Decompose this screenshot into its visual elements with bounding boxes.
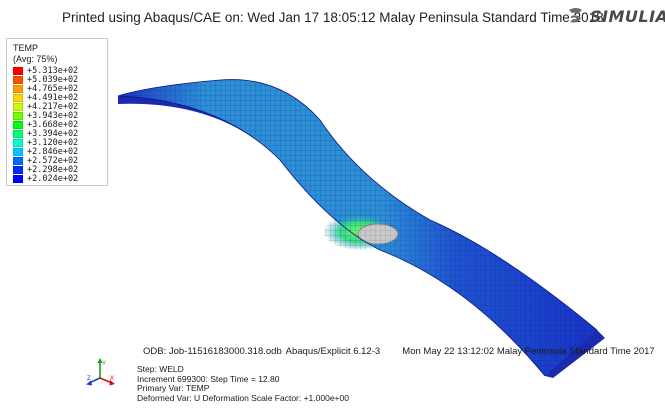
legend-entry: +3.394e+02 xyxy=(13,128,79,139)
legend-entry: +3.120e+02 xyxy=(13,137,79,148)
legend-value: +2.024e+02 xyxy=(27,173,79,184)
legend-value: +2.298e+02 xyxy=(27,164,79,175)
legend-swatch xyxy=(13,67,23,75)
legend-value: +3.120e+02 xyxy=(27,137,79,148)
legend-swatch xyxy=(13,148,23,156)
legend-variable: TEMP xyxy=(13,43,39,53)
legend-value: +5.313e+02 xyxy=(27,65,79,76)
legend-entry: +5.039e+02 xyxy=(13,74,79,85)
legend-value: +3.394e+02 xyxy=(27,128,79,139)
step-info: Step: WELD Increment 699300: Step Time =… xyxy=(137,364,349,403)
legend-swatch xyxy=(13,139,23,147)
legend-swatch xyxy=(13,76,23,84)
simulia-brand: SIMULIA xyxy=(566,6,665,26)
axis-triad-icon: Y Z X xyxy=(86,358,115,386)
legend-swatch xyxy=(13,85,23,93)
legend-swatch xyxy=(13,130,23,138)
odb-timestamp: Mon May 22 13:12:02 Malay Peninsula Stan… xyxy=(402,346,655,357)
triad-z-label: Z xyxy=(87,376,91,382)
legend-swatch xyxy=(13,94,23,102)
legend-value: +4.765e+02 xyxy=(27,83,79,94)
legend-value: +3.943e+02 xyxy=(27,110,79,121)
temp-legend: TEMP (Avg: 75%) +5.313e+02+5.039e+02+4.7… xyxy=(6,38,108,186)
legend-value: +5.039e+02 xyxy=(27,74,79,85)
legend-entry: +2.024e+02 xyxy=(13,173,79,184)
odb-info-line: ODB: Job-11516183000.318.odb Abaqus/Expl… xyxy=(143,346,655,357)
legend-entry: +2.572e+02 xyxy=(13,155,79,166)
triad-x-label: X xyxy=(110,376,114,382)
legend-averaging: (Avg: 75%) xyxy=(13,54,58,64)
legend-value: +4.217e+02 xyxy=(27,101,79,112)
legend-entry: +4.491e+02 xyxy=(13,92,79,103)
3ds-logo-icon xyxy=(569,8,582,23)
legend-value: +2.846e+02 xyxy=(27,146,79,157)
print-header: Printed using Abaqus/CAE on: Wed Jan 17 … xyxy=(62,10,604,25)
primary-variable: Primary Var: TEMP xyxy=(137,383,210,393)
legend-entry: +4.765e+02 xyxy=(13,83,79,94)
legend-swatch xyxy=(13,166,23,174)
legend-entry: +5.313e+02 xyxy=(13,65,79,76)
legend-value: +4.491e+02 xyxy=(27,92,79,103)
odb-file: ODB: Job-11516183000.318.odb xyxy=(143,346,282,357)
odb-solver: Abaqus/Explicit 6.12-3 xyxy=(285,346,381,357)
legend-swatch xyxy=(13,175,23,183)
brand-name: SIMULIA xyxy=(590,6,665,26)
legend-entry: +2.298e+02 xyxy=(13,164,79,175)
legend-entry: +3.943e+02 xyxy=(13,110,79,121)
legend-swatch xyxy=(13,157,23,165)
legend-swatch xyxy=(13,112,23,120)
legend-value: +2.572e+02 xyxy=(27,155,79,166)
step-name: Step: WELD xyxy=(137,364,184,374)
legend-entry: +3.668e+02 xyxy=(13,119,79,130)
legend-value: +3.668e+02 xyxy=(27,119,79,130)
triad-y-label: Y xyxy=(102,361,106,367)
deformed-plate xyxy=(117,79,605,378)
step-increment: Increment 699300: Step Time = 12.80 xyxy=(137,373,280,384)
legend-entry: +4.217e+02 xyxy=(13,101,79,112)
legend-swatch xyxy=(13,121,23,129)
legend-swatch xyxy=(13,103,23,111)
legend-entry: +2.846e+02 xyxy=(13,146,79,157)
deformed-variable: Deformed Var: U Deformation Scale Factor… xyxy=(137,392,349,403)
